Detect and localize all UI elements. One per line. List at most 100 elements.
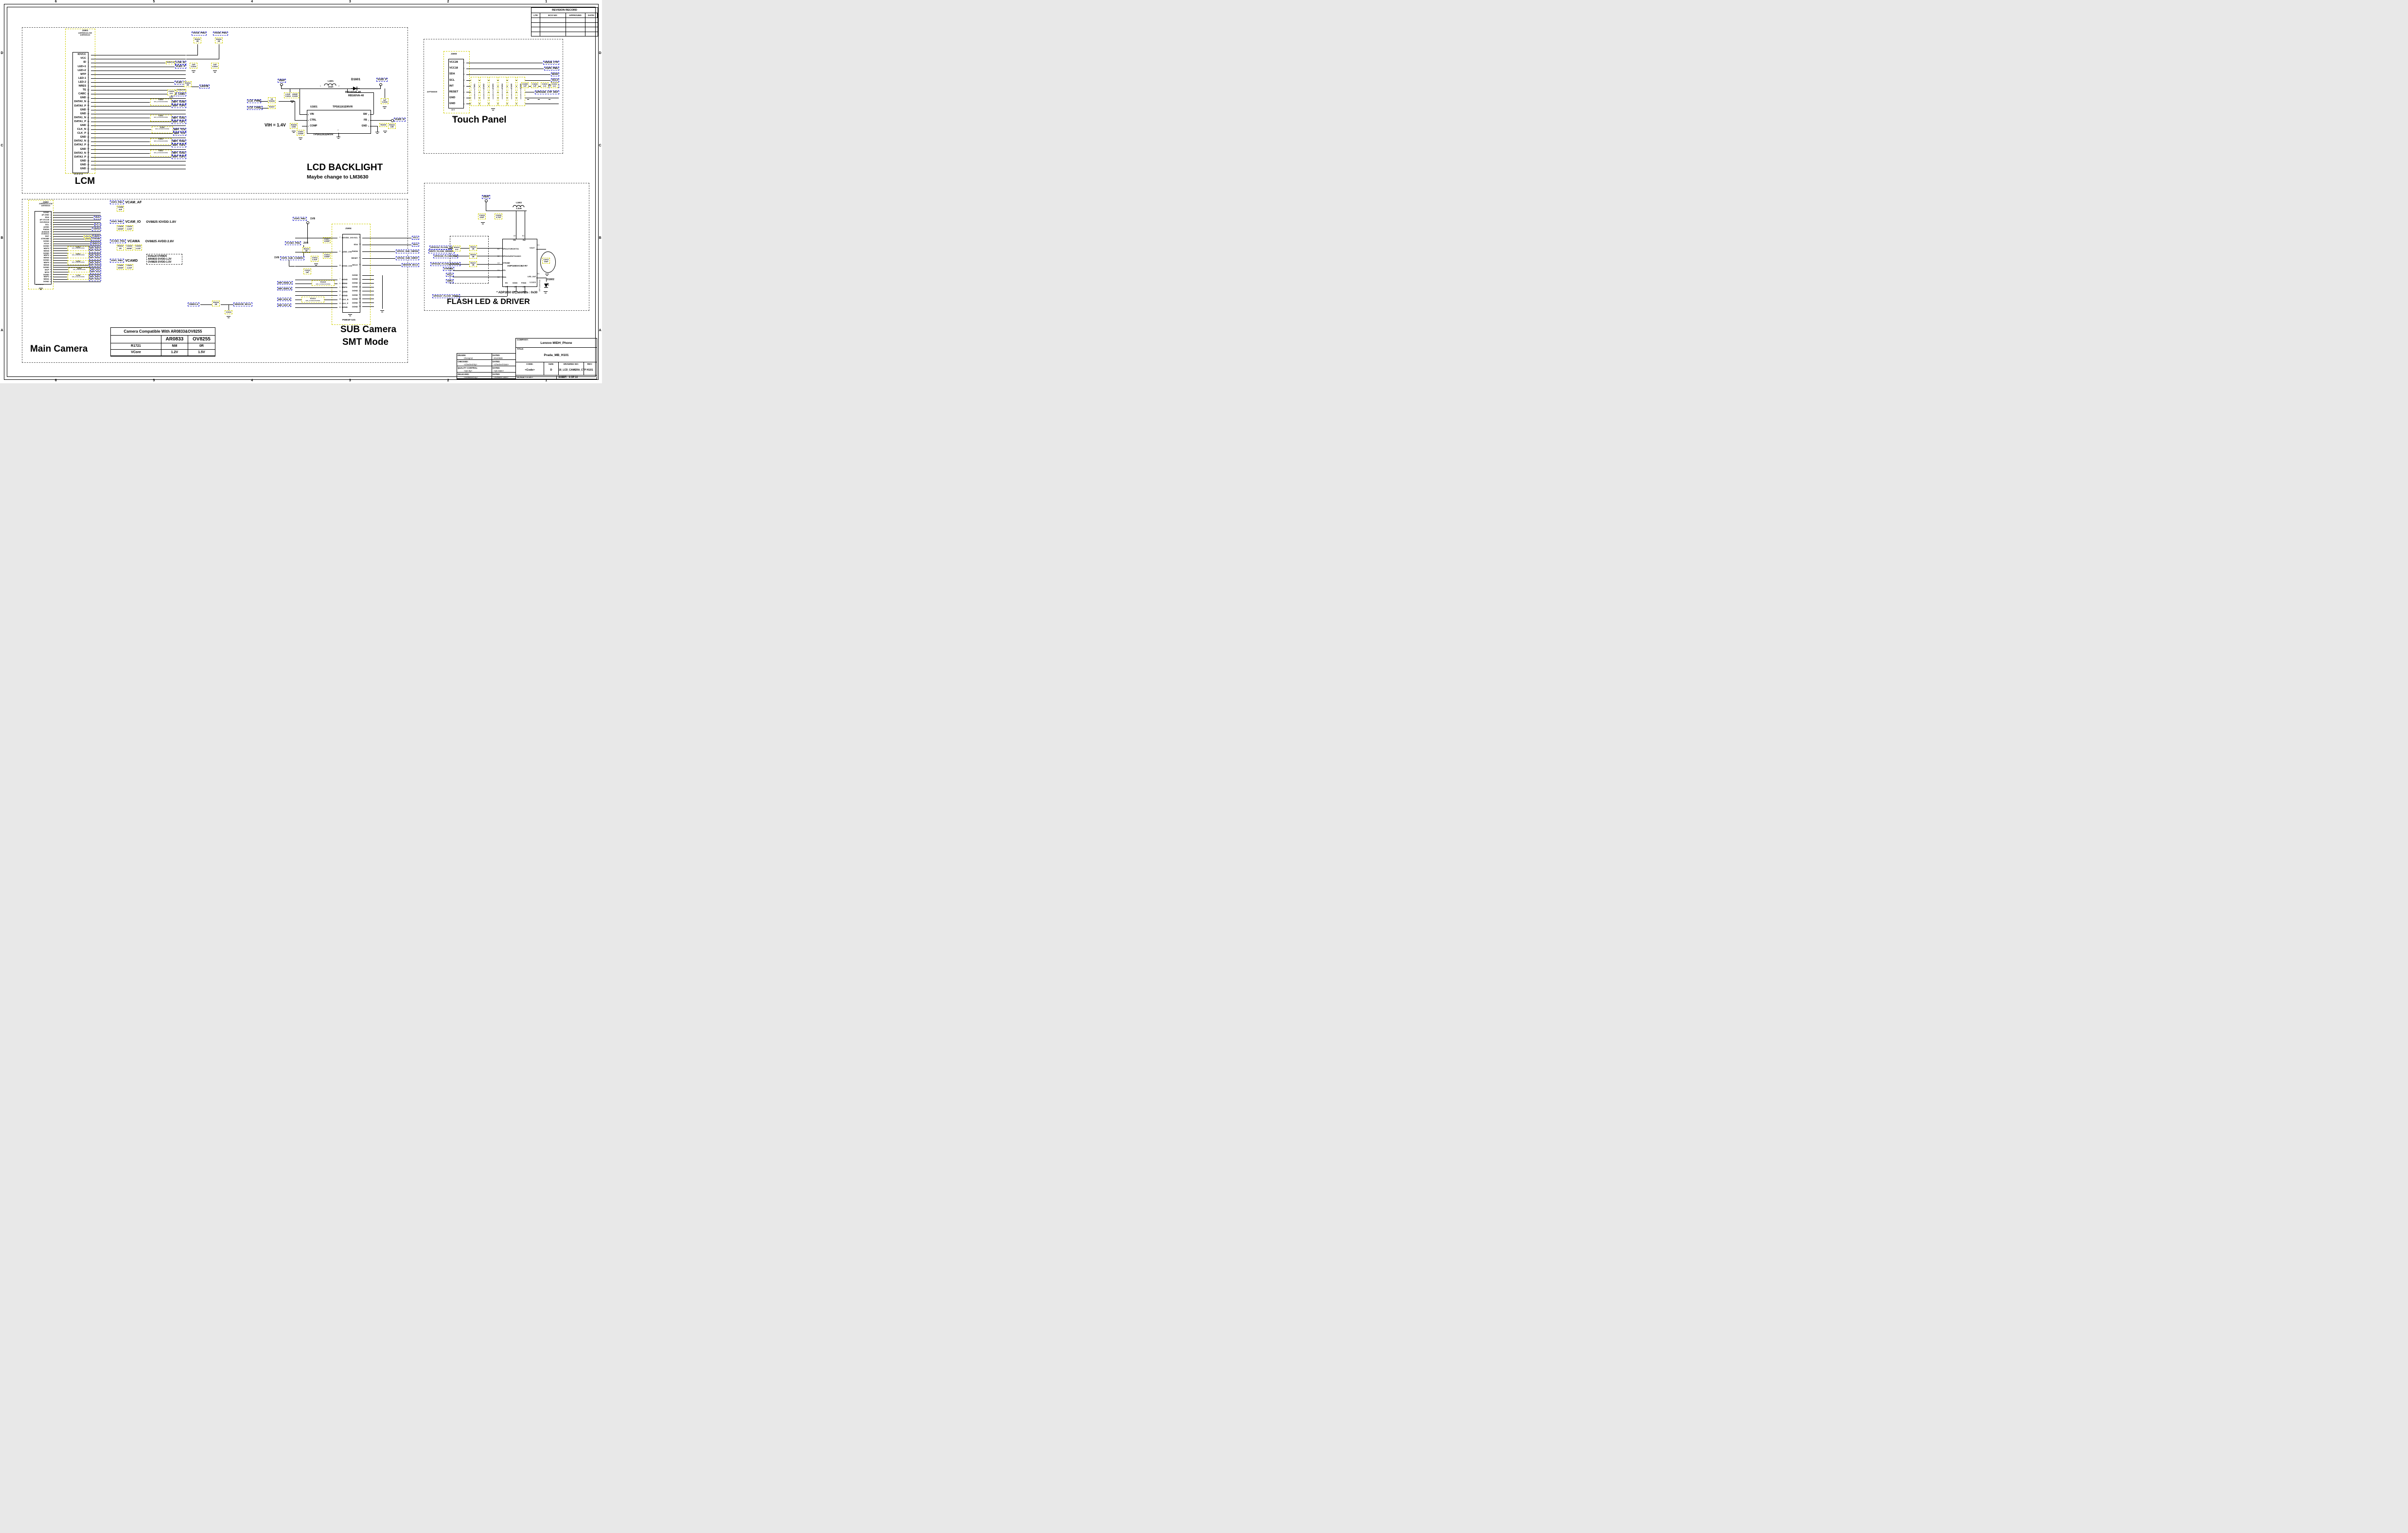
camera-table-row: R1721 NM 0R bbox=[111, 343, 215, 350]
emi-part: EMI_ACFE4A2G900E bbox=[154, 140, 168, 142]
pin-name: DGND bbox=[43, 244, 49, 247]
pin-number: 20 bbox=[87, 128, 89, 130]
pin-number: 15 bbox=[87, 108, 89, 111]
net-vcama-pmu: VCAMA_PMU bbox=[285, 241, 301, 245]
wire bbox=[91, 145, 172, 146]
pin-name: LED-2 bbox=[78, 80, 86, 84]
pin-number: 6 bbox=[463, 90, 465, 93]
revision-cell bbox=[540, 18, 566, 22]
pin-name: CTRL bbox=[310, 119, 317, 122]
net-vled-n: VLED_N bbox=[394, 118, 406, 122]
series-resistor: R1605 1K bbox=[165, 61, 176, 65]
touch-connector-part: AYF530835 bbox=[427, 90, 437, 93]
pin-number: 7 bbox=[50, 226, 52, 228]
pin-name: RST bbox=[45, 235, 49, 238]
emi-part: EMI_ACFE4A2G900E bbox=[72, 262, 85, 264]
c1627-ellipse bbox=[540, 251, 556, 273]
u1602-pad-a2: A2 bbox=[514, 286, 516, 288]
row-label: R1721 bbox=[111, 343, 161, 349]
ground bbox=[380, 310, 384, 312]
esd-diode: E1604 ESD9B5.0ST5G bbox=[498, 77, 507, 106]
net-label: SDA0 bbox=[550, 72, 559, 77]
inductor-value: 2.2uH bbox=[516, 207, 522, 210]
wire bbox=[91, 98, 186, 99]
esd-ref: E1605 bbox=[510, 84, 513, 89]
u1602-pin-vout: VOUT bbox=[530, 247, 535, 249]
pin-number: 6 bbox=[50, 223, 52, 226]
vcama-voltage: 2V8 bbox=[303, 242, 308, 245]
wire bbox=[362, 283, 374, 284]
wire bbox=[455, 296, 507, 297]
ground bbox=[227, 316, 230, 318]
ground bbox=[526, 98, 530, 100]
emi-part: EMI_ACFE4A2G900E bbox=[72, 247, 85, 249]
pin-name: ID bbox=[83, 61, 87, 64]
pin-number: 6 bbox=[359, 257, 360, 259]
pin-number: 5 bbox=[50, 221, 52, 223]
power-node bbox=[379, 83, 382, 86]
rev-value: H101 bbox=[586, 369, 593, 372]
pin-number: 7 bbox=[339, 278, 340, 281]
emi-ref: E1605 bbox=[76, 260, 81, 262]
zone-label: B bbox=[0, 236, 3, 240]
pin-number: 28 bbox=[50, 275, 52, 278]
default-note-line: Default:OV8825 bbox=[148, 255, 167, 258]
pin-number: 2 bbox=[339, 236, 340, 239]
revision-cell bbox=[566, 22, 585, 27]
pin-number: 1 bbox=[88, 53, 89, 56]
maincam-pin-row: XCLK 14 CMMCLK bbox=[35, 242, 101, 246]
revision-row bbox=[531, 27, 598, 32]
pin-name: PWDN bbox=[43, 228, 49, 231]
zone-label: 4 bbox=[251, 0, 253, 3]
subcam-pin-row: DGND 3 bbox=[345, 273, 374, 277]
camera-table-col1: AR0833 bbox=[161, 336, 188, 343]
camera-table-col2: OV8255 bbox=[193, 337, 211, 342]
pin-number: 8 bbox=[50, 228, 52, 231]
pin-number: 10 bbox=[87, 89, 89, 91]
net-label: SDA1 bbox=[94, 215, 101, 219]
maincam-pin-rows: DGND 1 AF-GND 2 SDA 3 bbox=[35, 212, 101, 283]
pin-name: PWDN bbox=[352, 250, 358, 252]
approval-value: <QC By> bbox=[464, 370, 473, 372]
dated-value: <Release Date> bbox=[494, 376, 509, 378]
net-strobe: STROBE bbox=[443, 267, 454, 271]
ground bbox=[491, 108, 495, 110]
pin-number: 8 bbox=[463, 102, 465, 105]
net-gpio137-flash-hwen: GPIO137_FLASH_HWEN bbox=[432, 294, 460, 298]
lcm-pin-row: GND 19 bbox=[73, 124, 186, 128]
pin-number: 2 bbox=[463, 67, 465, 70]
diode-d1601-part2: RB160VA-40 bbox=[348, 94, 364, 97]
revision-cell bbox=[585, 32, 598, 36]
zone-label: 3 bbox=[349, 0, 351, 3]
maincam-pin-row: RST 11 R1613 0R CMRST bbox=[35, 234, 101, 238]
wire bbox=[362, 258, 396, 259]
camera-table-corner bbox=[111, 336, 161, 343]
emi-part: EMI_ACFE4A2G900E bbox=[73, 268, 86, 270]
pin-name: DOVDD_2V8 bbox=[342, 236, 354, 239]
net-label: LCM_ID bbox=[175, 61, 186, 65]
pin-number: 21 bbox=[87, 132, 89, 135]
wire bbox=[307, 223, 308, 243]
wire bbox=[91, 125, 186, 126]
emi-part: EMI_ACFE4A2G900E bbox=[155, 128, 169, 130]
subcam-pin-row: 17 DGND bbox=[295, 294, 357, 298]
pin-number: 25 bbox=[87, 148, 89, 150]
wire bbox=[197, 44, 198, 55]
maincam-connector-part: AXE530124-CCW bbox=[39, 203, 53, 205]
lcm-pin-row: VCC 2 bbox=[73, 57, 186, 61]
ic-pin: B3 GPIO1/TORCH/TX1 bbox=[497, 246, 534, 253]
cap-value: 1uF bbox=[523, 85, 527, 88]
net-label: STROBE bbox=[91, 237, 101, 241]
